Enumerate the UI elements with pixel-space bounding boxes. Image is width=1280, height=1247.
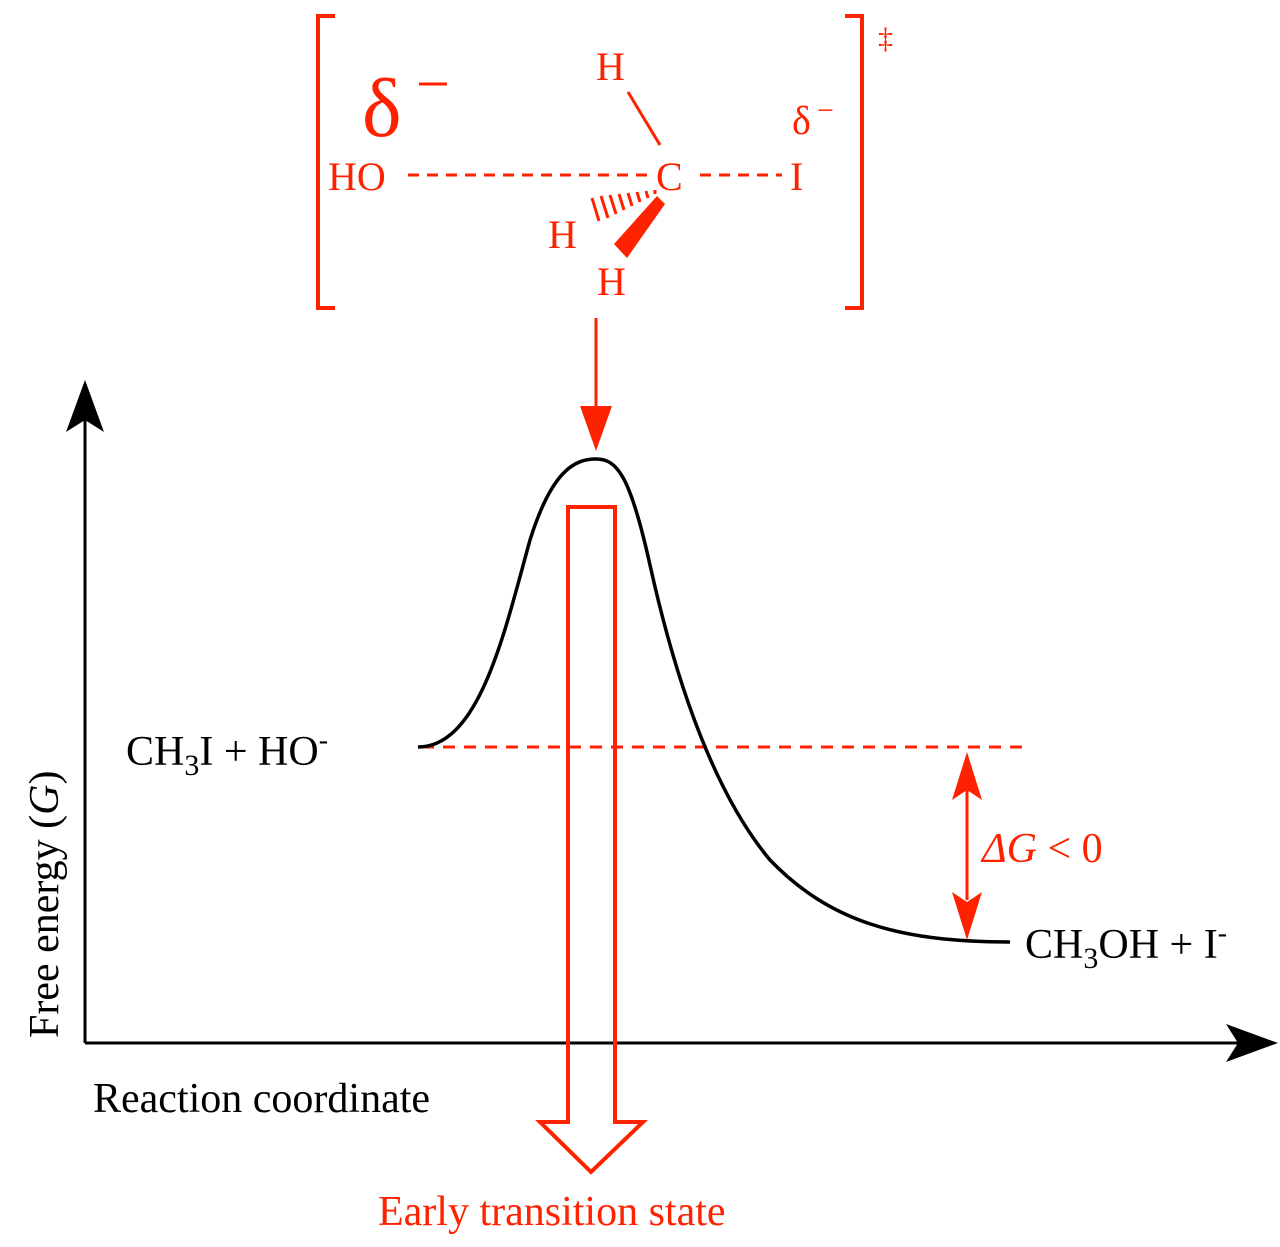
left-bracket [316,14,335,310]
carbon-label: C [656,154,683,199]
delta-g-label: ΔG < 0 [980,826,1103,872]
partial-charge-small: δ [792,98,811,143]
x-axis-arrowhead [1226,1024,1278,1062]
delta-g-arrow [952,752,982,940]
partial-charge-large: δ [362,62,402,155]
hydrogen-hashed: H [548,212,577,257]
partial-charge-small-sign: − [817,94,834,127]
y-axis-arrowhead [66,380,104,432]
hydroxide-label: HO [328,154,386,199]
y-axis-label: Free energy (G) [22,771,68,1038]
products-label: CH3OH + I- [1025,918,1227,975]
right-bracket [845,14,864,310]
axes [66,380,1278,1062]
reactants-label: CH3I + HO- [126,725,328,782]
early-ts-hollow-arrow [535,505,648,1175]
wedge-bond [614,196,665,258]
double-dagger: ‡ [878,22,893,55]
iodine-label: I [790,154,803,199]
hashed-bond [590,190,657,222]
ts-pointer-arrow [580,318,612,451]
x-axis-label: Reaction coordinate [93,1076,430,1122]
hydrogen-top: H [596,44,625,89]
transition-state-structure: ‡ δ − HO H C I δ − H H [316,14,893,310]
partial-charge-large-sign: − [416,51,450,117]
reaction-energy-curve [417,457,1011,944]
early-transition-state-label: Early transition state [378,1189,726,1235]
bond-c-h-top [626,91,662,146]
hydrogen-wedge: H [597,259,626,304]
